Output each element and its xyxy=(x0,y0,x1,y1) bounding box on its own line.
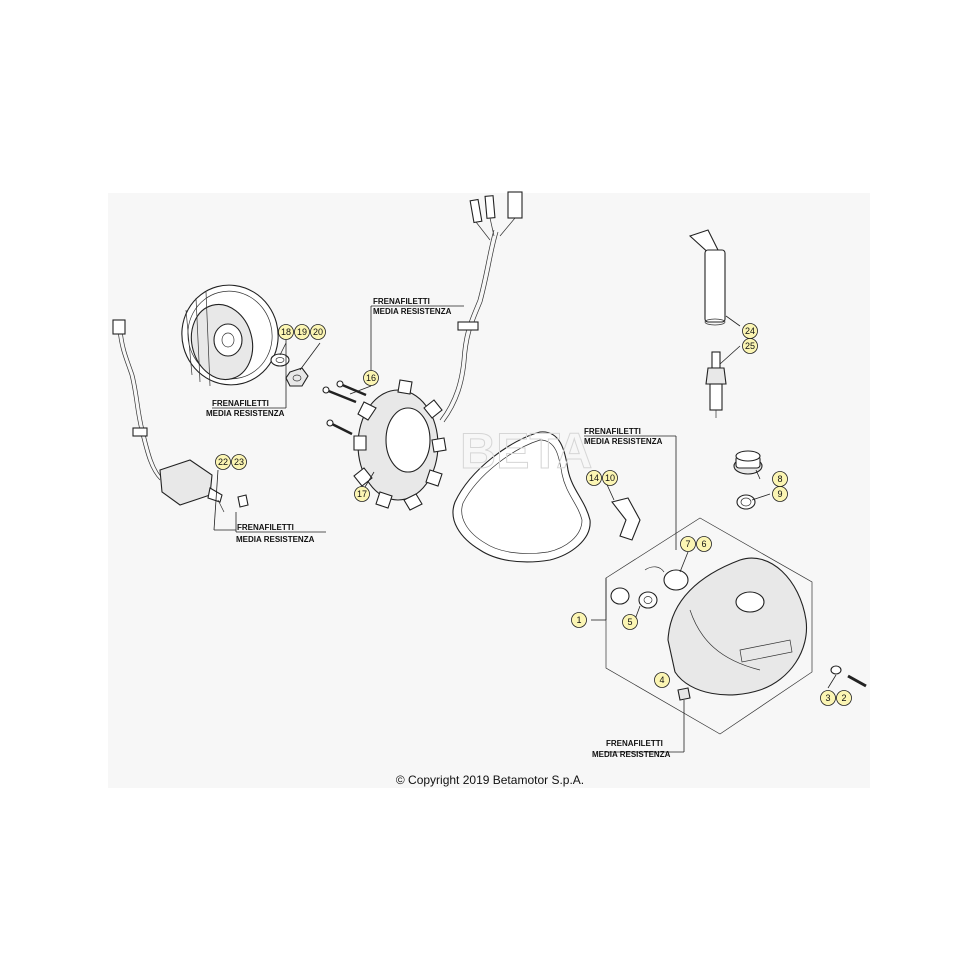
svg-text:20: 20 xyxy=(313,327,323,337)
note-stator-line1: FRENAFILETTI xyxy=(373,297,430,306)
note-stator-line2: MEDIA RESISTENZA xyxy=(373,307,452,316)
callout-18: 18 xyxy=(278,324,294,340)
flywheel-rotor xyxy=(181,284,279,387)
callout-25: 25 xyxy=(742,338,758,354)
note-cover-line1: FRENAFILETTI xyxy=(584,427,641,436)
svg-text:4: 4 xyxy=(659,675,664,685)
callout-7: 7 xyxy=(680,536,696,552)
svg-text:7: 7 xyxy=(685,539,690,549)
svg-text:24: 24 xyxy=(745,326,755,336)
svg-text:23: 23 xyxy=(234,457,244,467)
callout-8: 8 xyxy=(772,471,788,487)
note-flywheel-line1: FRENAFILETTI xyxy=(212,399,269,408)
stator-screws xyxy=(322,380,367,436)
svg-text:18: 18 xyxy=(281,327,291,337)
callout-3: 3 xyxy=(820,690,836,706)
note-plug-line2: MEDIA RESISTENZA xyxy=(592,750,671,759)
stator xyxy=(353,191,523,511)
callout-14: 14 xyxy=(586,470,602,486)
callout-16: 16 xyxy=(363,370,379,386)
svg-text:19: 19 xyxy=(297,327,307,337)
svg-text:14: 14 xyxy=(589,473,599,483)
note-pickup-line1: FRENAFILETTI xyxy=(237,523,294,532)
svg-text:8: 8 xyxy=(777,474,782,484)
ignition-coil xyxy=(688,229,726,326)
svg-text:17: 17 xyxy=(357,489,367,499)
callout-9: 9 xyxy=(772,486,788,502)
callout-5: 5 xyxy=(622,614,638,630)
svg-text:3: 3 xyxy=(825,693,830,703)
svg-text:22: 22 xyxy=(218,457,228,467)
svg-text:6: 6 xyxy=(701,539,706,549)
callout-20: 20 xyxy=(310,324,326,340)
ignition-cover xyxy=(605,517,813,735)
cover-gasket xyxy=(452,431,591,563)
callout-19: 19 xyxy=(294,324,310,340)
note-flywheel-line2: MEDIA RESISTENZA xyxy=(206,409,285,418)
callout-24: 24 xyxy=(742,323,758,339)
callout-1: 1 xyxy=(571,612,587,628)
callout-23: 23 xyxy=(231,454,247,470)
note-pickup-line2: MEDIA RESISTENZA xyxy=(236,535,315,544)
svg-text:1: 1 xyxy=(576,615,581,625)
leader-lines xyxy=(212,305,837,753)
filler-cap xyxy=(733,450,763,510)
svg-text:10: 10 xyxy=(605,473,615,483)
bracket-clip xyxy=(611,497,641,541)
svg-text:5: 5 xyxy=(627,617,632,627)
callout-22: 22 xyxy=(215,454,231,470)
callout-10: 10 xyxy=(602,470,618,486)
washer-nut xyxy=(270,353,309,387)
svg-text:16: 16 xyxy=(366,373,376,383)
callout-6: 6 xyxy=(696,536,712,552)
copyright-text: © Copyright 2019 Betamotor S.p.A. xyxy=(395,773,585,787)
pickup-sensor xyxy=(112,319,249,513)
svg-text:25: 25 xyxy=(745,341,755,351)
callout-17: 17 xyxy=(354,486,370,502)
svg-text:9: 9 xyxy=(777,489,782,499)
callout-4: 4 xyxy=(654,672,670,688)
spark-plug xyxy=(705,351,727,418)
note-cover-line2: MEDIA RESISTENZA xyxy=(584,437,663,446)
callout-2: 2 xyxy=(836,690,852,706)
note-plug-line1: FRENAFILETTI xyxy=(606,739,663,748)
svg-text:2: 2 xyxy=(841,693,846,703)
cover-screw xyxy=(830,665,867,688)
svg-text:BETA: BETA xyxy=(460,423,592,479)
